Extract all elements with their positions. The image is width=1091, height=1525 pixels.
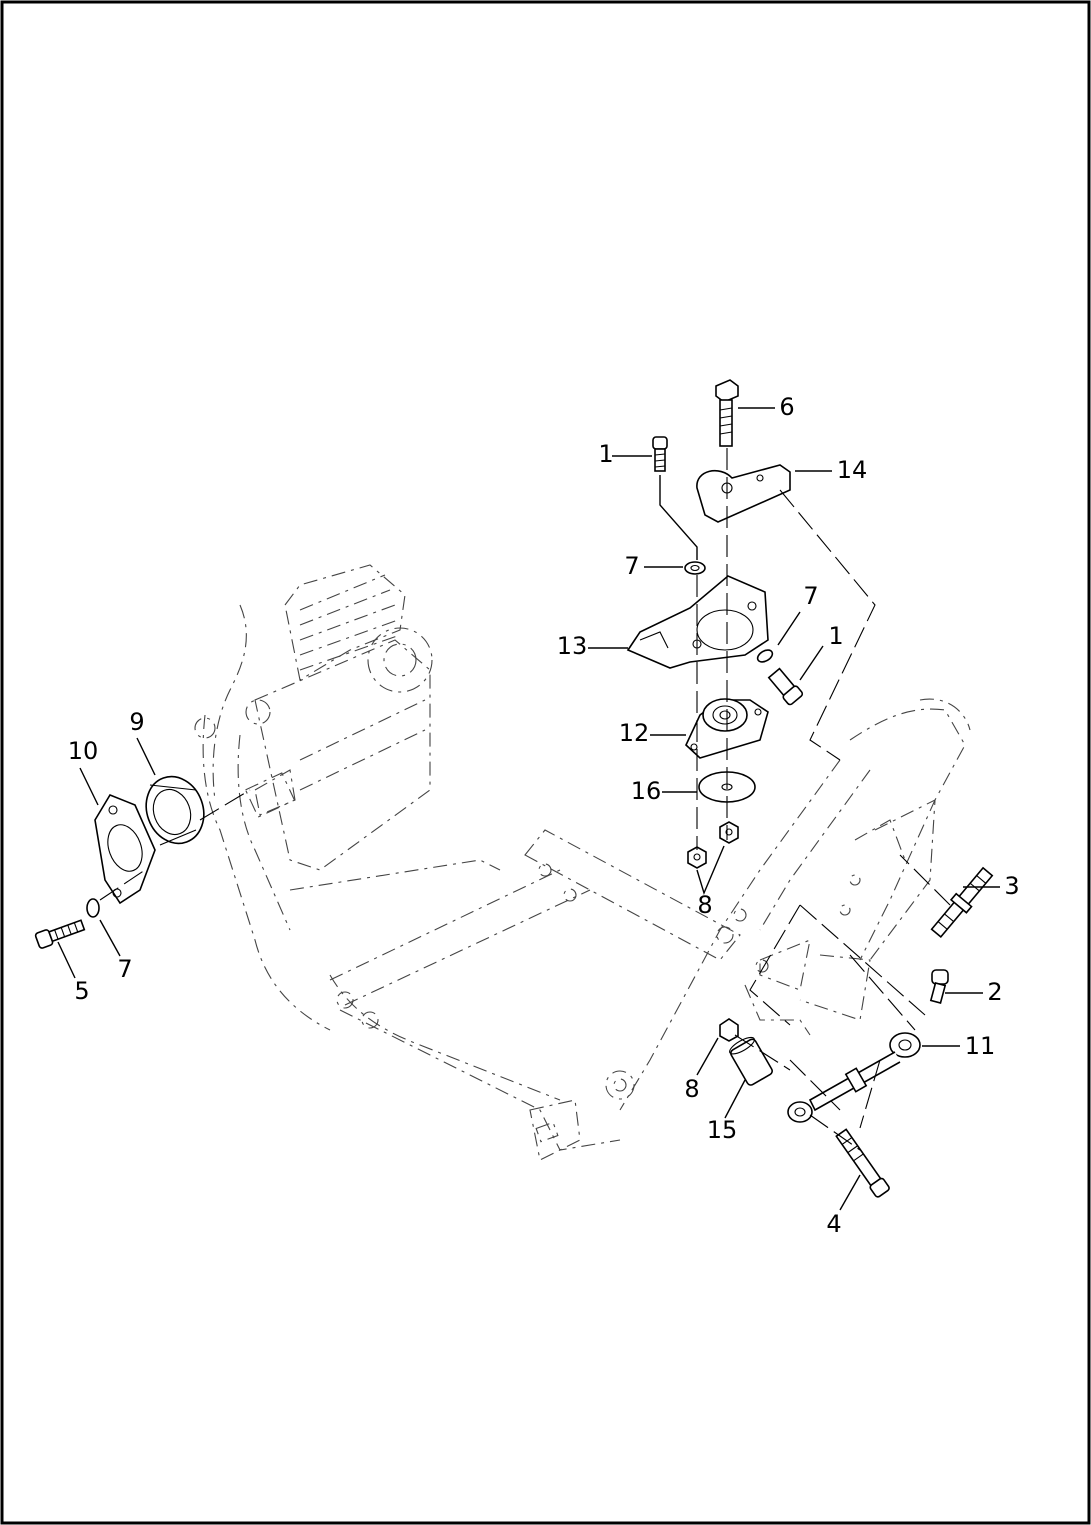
- seal-9-icon: [145, 775, 205, 846]
- callout-8a: 8: [697, 891, 712, 919]
- callout-13: 13: [557, 632, 588, 660]
- washer-7b-icon: [756, 649, 774, 663]
- bolt-2-icon: [929, 969, 949, 1004]
- bolt-5-icon: [34, 919, 86, 949]
- callout-14: 14: [837, 456, 868, 484]
- bolt-1a-icon: [652, 436, 668, 472]
- callout-11: 11: [965, 1032, 996, 1060]
- callout-1b: 1: [828, 622, 843, 650]
- callout-1a: 1: [598, 440, 613, 468]
- callout-7c: 7: [117, 955, 132, 983]
- spacer-15-icon: [729, 1036, 773, 1086]
- callout-10: 10: [68, 737, 99, 765]
- stud-3-icon: [930, 866, 994, 939]
- isolator-12-icon: [685, 698, 769, 759]
- assembly-lines: [99, 448, 951, 1151]
- bolt-1b-icon: [767, 667, 804, 706]
- leader-lines: [57, 407, 1000, 1211]
- callout-2: 2: [987, 978, 1002, 1006]
- callout-16: 16: [631, 777, 662, 805]
- bolt-6-icon: [715, 379, 739, 447]
- callout-9: 9: [129, 708, 144, 736]
- callout-5: 5: [74, 977, 89, 1005]
- callout-3: 3: [1004, 872, 1019, 900]
- callout-15: 15: [707, 1116, 738, 1144]
- washer-7c-icon: [86, 898, 100, 918]
- nuts-8a-icon: [687, 821, 739, 869]
- callout-8b: 8: [684, 1075, 699, 1103]
- washer-7a-icon: [684, 561, 706, 575]
- callout-12: 12: [619, 719, 650, 747]
- callout-labels: 1 6 14 7 7 1 13 12 16 8 9 10 3 2 11 5 7 …: [68, 393, 1020, 1238]
- plate-13-icon: [626, 575, 769, 669]
- nut-8b-icon: [719, 1018, 739, 1042]
- tie-rod-11-icon: [787, 1032, 921, 1123]
- bracket-14-icon: [696, 464, 791, 523]
- callout-7b: 7: [803, 582, 818, 610]
- callout-7a: 7: [624, 552, 639, 580]
- motorcycle-frame-phantom: [194, 564, 971, 1161]
- callout-6: 6: [779, 393, 794, 421]
- bolt-4-icon: [835, 1128, 890, 1198]
- callout-4: 4: [826, 1210, 841, 1238]
